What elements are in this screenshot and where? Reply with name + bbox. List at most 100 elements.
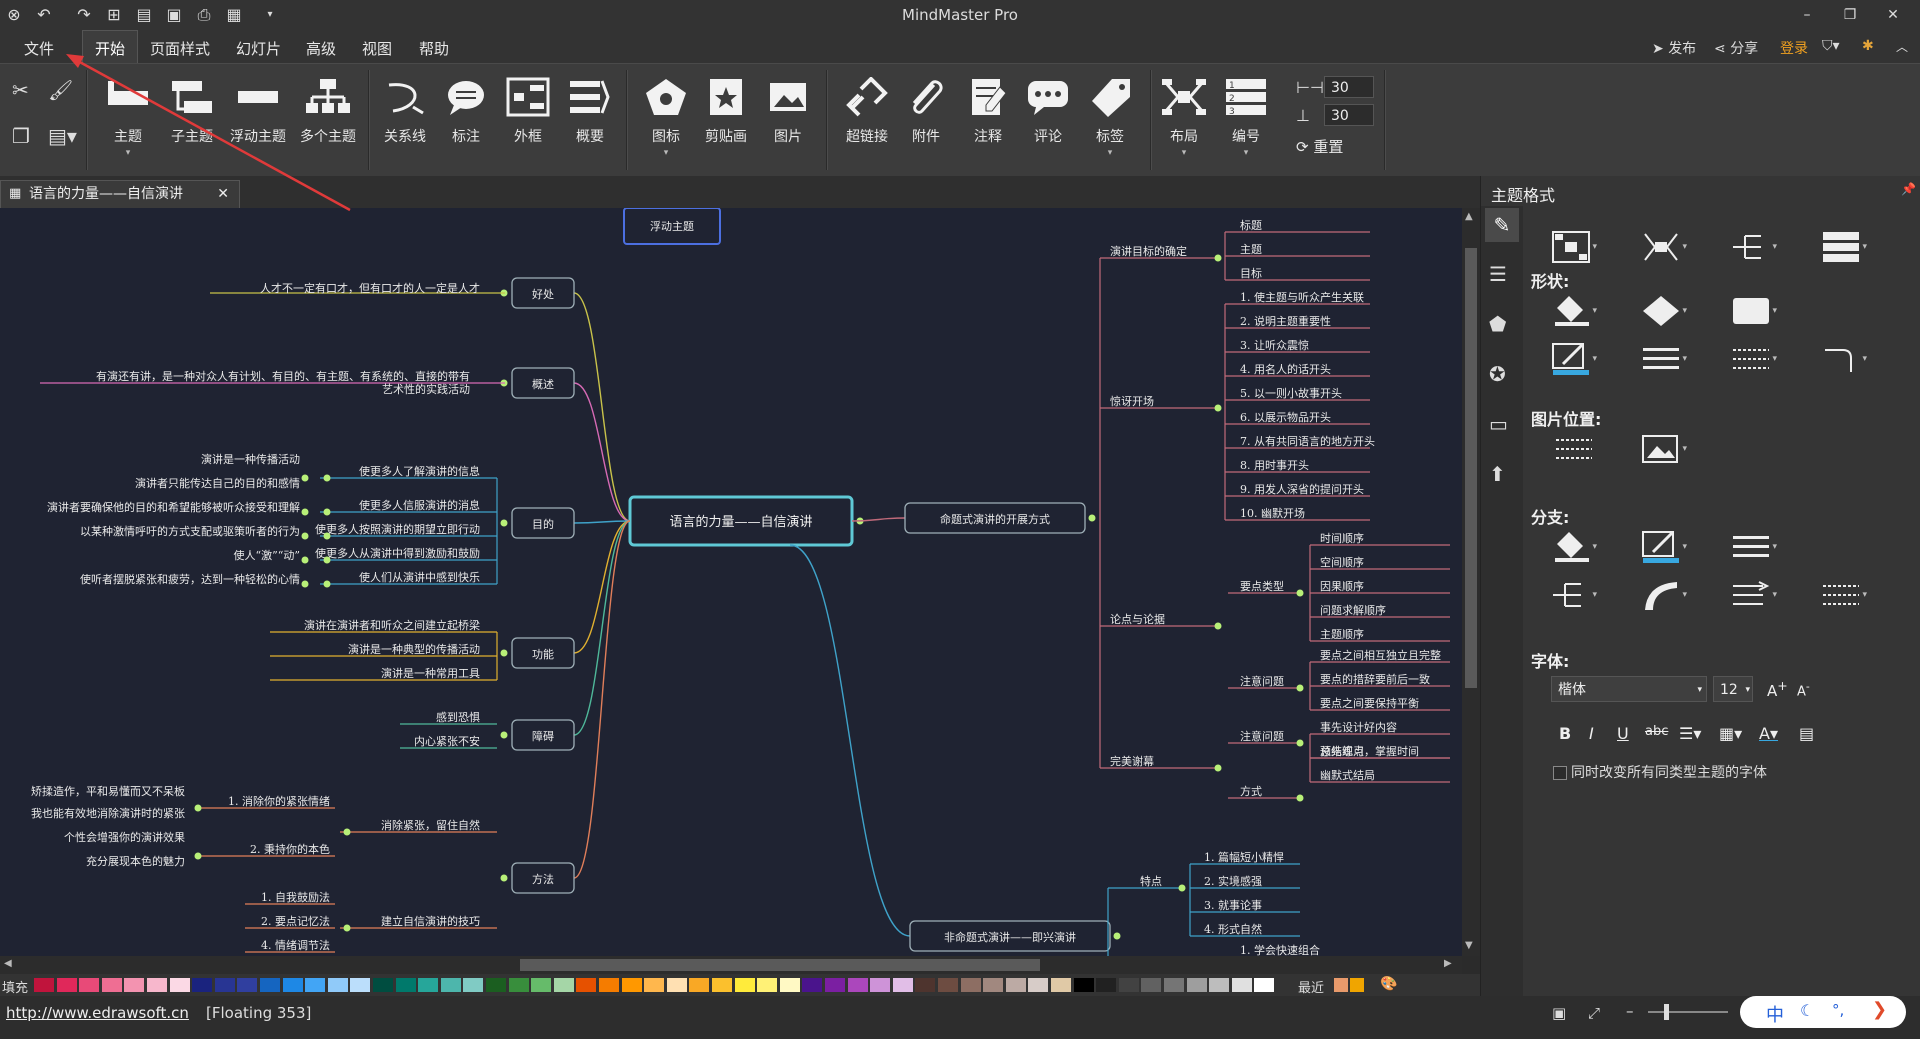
redo-icon[interactable]: ↷ bbox=[77, 5, 91, 24]
color-swatch[interactable] bbox=[779, 978, 800, 992]
color-swatch[interactable] bbox=[1118, 978, 1139, 992]
horizontal-scroll-thumb[interactable] bbox=[520, 959, 1040, 971]
branch-curve-option[interactable]: ▾ bbox=[1641, 576, 1687, 614]
image-position-none-option[interactable] bbox=[1551, 430, 1597, 468]
color-swatch[interactable] bbox=[1164, 978, 1184, 992]
document-tab[interactable]: ▦ 语言的力量——自信演讲 ✕ bbox=[0, 180, 240, 208]
branch-fill-option[interactable]: ▾ bbox=[1551, 528, 1597, 566]
fullscreen-icon[interactable]: ⤢ bbox=[1588, 1004, 1601, 1022]
ime-toolbar[interactable]: 中 ☾ °, ❯ bbox=[1740, 996, 1906, 1028]
moon-icon[interactable]: ☾ bbox=[1800, 1001, 1815, 1020]
palette-icon[interactable]: 🎨 bbox=[1380, 976, 1398, 992]
color-swatch[interactable] bbox=[463, 978, 484, 992]
color-swatch[interactable] bbox=[192, 978, 213, 992]
calendar-tab-icon[interactable]: ▭ bbox=[1489, 412, 1508, 436]
color-swatch[interactable] bbox=[621, 978, 642, 992]
color-swatch[interactable] bbox=[644, 978, 665, 992]
color-swatch[interactable] bbox=[1141, 978, 1162, 992]
share-button[interactable]: ⋖ 分享 bbox=[1714, 41, 1759, 57]
branch-line-weight-option[interactable]: ▾ bbox=[1731, 528, 1777, 566]
color-swatch[interactable] bbox=[599, 978, 619, 992]
note-button[interactable]: 注释 bbox=[964, 72, 1012, 146]
branch-line-color-option[interactable]: ▾ bbox=[1641, 528, 1687, 566]
color-swatch[interactable] bbox=[486, 978, 506, 992]
color-swatch[interactable] bbox=[305, 978, 326, 992]
italic-icon[interactable]: I bbox=[1589, 724, 1594, 743]
horizontal-spacing-input[interactable]: 30 bbox=[1324, 76, 1374, 98]
color-swatch[interactable] bbox=[260, 978, 280, 992]
icon-button[interactable]: 图标▾ bbox=[642, 72, 690, 158]
menu-view[interactable]: 视图 bbox=[362, 40, 393, 58]
font-grow-icon[interactable]: A+ bbox=[1767, 678, 1788, 700]
pin-icon[interactable]: 📌 bbox=[1901, 182, 1916, 196]
color-swatch[interactable] bbox=[147, 978, 167, 992]
color-swatch[interactable] bbox=[802, 978, 823, 992]
color-swatch[interactable] bbox=[1005, 978, 1026, 992]
color-swatch[interactable] bbox=[56, 978, 77, 992]
fill-color-option[interactable]: ▾ bbox=[1551, 292, 1597, 330]
image-position-option[interactable]: ▾ bbox=[1641, 430, 1687, 468]
color-swatch[interactable] bbox=[983, 978, 1004, 992]
color-swatch[interactable] bbox=[734, 978, 755, 992]
strikethrough-icon[interactable]: abc bbox=[1645, 724, 1669, 739]
color-swatch[interactable] bbox=[1073, 978, 1094, 992]
align-icon[interactable]: ☰▾ bbox=[1679, 724, 1702, 743]
color-swatch[interactable] bbox=[825, 978, 845, 992]
ime-chinese[interactable]: 中 bbox=[1766, 1005, 1784, 1026]
picture-button[interactable]: 图片 bbox=[764, 72, 812, 146]
summary-button[interactable]: 概要 bbox=[566, 72, 614, 146]
comment-button[interactable]: 评论 bbox=[1024, 72, 1072, 146]
color-swatch[interactable] bbox=[327, 978, 348, 992]
format-painter-icon[interactable]: 🖌 bbox=[48, 78, 74, 102]
app-logo-icon[interactable]: ⊗ bbox=[7, 5, 21, 24]
color-swatch[interactable] bbox=[237, 978, 258, 992]
outline-tab-icon[interactable]: ☰ bbox=[1489, 262, 1507, 286]
color-swatch[interactable] bbox=[101, 978, 122, 992]
color-swatch[interactable] bbox=[847, 978, 868, 992]
branch-dash-option[interactable]: ▾ bbox=[1821, 576, 1867, 614]
color-swatch[interactable] bbox=[689, 978, 710, 992]
minimize-icon[interactable]: – bbox=[1803, 7, 1811, 23]
color-swatch[interactable] bbox=[169, 978, 190, 992]
slides-tab-icon[interactable]: ⬆ bbox=[1489, 462, 1506, 486]
clipart-tab-icon[interactable]: ✪ bbox=[1489, 362, 1506, 386]
same-type-font-checkbox[interactable] bbox=[1553, 766, 1567, 780]
export-icon[interactable]: ▦ bbox=[226, 5, 242, 24]
open-file-icon[interactable]: ▤ bbox=[136, 5, 152, 24]
multiple-topics-button[interactable]: 多个主题 bbox=[296, 72, 360, 146]
print-icon[interactable]: ⎙ bbox=[197, 5, 211, 24]
recent-color-swatch[interactable] bbox=[1334, 978, 1348, 992]
paste-icon[interactable]: ▤▾ bbox=[48, 124, 77, 148]
map-layout-option[interactable]: ▾ bbox=[1551, 228, 1597, 266]
color-swatch[interactable] bbox=[960, 978, 981, 992]
zoom-out-icon[interactable]: – bbox=[1626, 1002, 1634, 1020]
reset-button[interactable]: ⟳ 重置 bbox=[1296, 138, 1344, 156]
tag-button[interactable]: 标签▾ bbox=[1086, 72, 1134, 158]
color-swatch[interactable] bbox=[395, 978, 416, 992]
color-swatch[interactable] bbox=[282, 978, 303, 992]
topic-format-tab-icon[interactable]: ✎ bbox=[1485, 208, 1519, 242]
scroll-left-icon[interactable]: ◀ bbox=[4, 958, 12, 969]
customize-toolbar-icon[interactable]: ▾ bbox=[267, 9, 273, 20]
restore-icon[interactable]: ❐ bbox=[1843, 7, 1857, 23]
color-swatch[interactable] bbox=[418, 978, 439, 992]
zoom-slider-thumb[interactable] bbox=[1664, 1004, 1669, 1020]
color-swatch[interactable] bbox=[870, 978, 891, 992]
font-color-icon[interactable]: A▾ bbox=[1759, 724, 1778, 743]
icon-tab-icon[interactable]: ⬟ bbox=[1489, 312, 1507, 336]
color-swatch[interactable] bbox=[576, 978, 597, 992]
color-swatch[interactable] bbox=[1028, 978, 1049, 992]
website-link[interactable]: http://www.edrawsoft.cn bbox=[6, 1004, 189, 1022]
publish-button[interactable]: ➤ 发布 bbox=[1652, 41, 1697, 57]
corner-style-option[interactable]: ▾ bbox=[1821, 340, 1867, 378]
close-tab-icon[interactable]: ✕ bbox=[217, 186, 229, 202]
font-size-select[interactable]: 12▾ bbox=[1713, 676, 1753, 702]
color-swatch[interactable] bbox=[79, 978, 100, 992]
chevron-right-icon[interactable]: ❯ bbox=[1872, 999, 1888, 1020]
shape-option[interactable]: ▾ bbox=[1641, 292, 1687, 330]
puzzle-icon[interactable]: ✱ bbox=[1862, 38, 1874, 54]
color-swatch[interactable] bbox=[373, 978, 393, 992]
underline-icon[interactable]: U bbox=[1617, 724, 1629, 743]
color-swatch[interactable] bbox=[1186, 978, 1207, 992]
